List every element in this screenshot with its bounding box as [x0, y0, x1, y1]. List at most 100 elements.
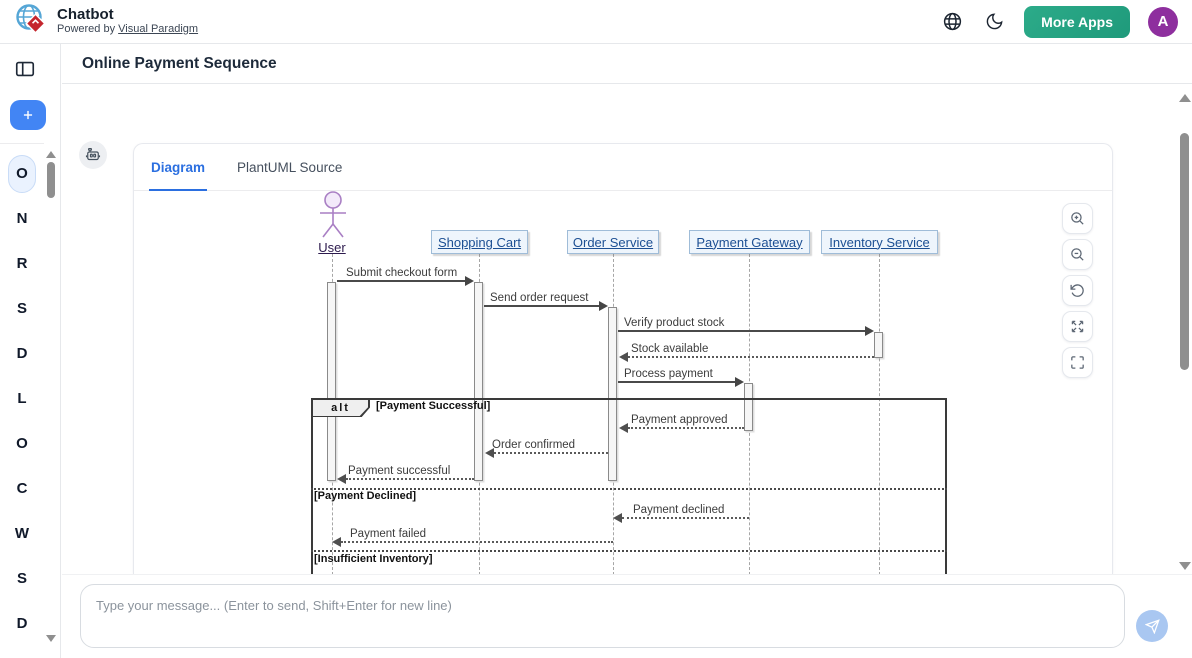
tabbar: Diagram PlantUML Source — [134, 144, 1112, 191]
message-label: Payment failed — [350, 528, 427, 540]
chat-area: Diagram PlantUML Source User Shopping Ca… — [62, 84, 1192, 574]
visual-paradigm-logo-icon — [14, 2, 48, 41]
sidebar-item-chat[interactable]: S — [16, 300, 27, 317]
sidebar-item-chat[interactable]: L — [17, 390, 27, 407]
message-label: Order confirmed — [492, 439, 576, 451]
guard-payment-declined: [Payment Declined] — [314, 490, 417, 502]
guard-insufficient-inventory: [Insufficient Inventory] — [314, 553, 433, 565]
reset-rotate-icon — [1070, 284, 1084, 297]
brand: Chatbot Powered by Visual Paradigm — [14, 2, 198, 41]
message-return-arrow — [341, 541, 613, 543]
message-label: Payment approved — [631, 414, 728, 426]
message-label: Payment successful — [348, 465, 451, 477]
activation-inventory-service — [874, 332, 883, 358]
message-return-arrow — [628, 356, 874, 358]
message-label: Submit checkout form — [346, 267, 458, 279]
participant-shopping-cart[interactable]: Shopping Cart — [431, 230, 528, 254]
message-composer — [62, 574, 1192, 658]
arrowhead — [337, 474, 346, 484]
message-arrow — [484, 305, 600, 307]
arrowhead — [619, 352, 628, 362]
guard-payment-successful: [Payment Successful] — [376, 400, 491, 412]
sidebar-scroll-up-icon[interactable] — [46, 151, 56, 158]
message-arrow — [618, 330, 866, 332]
sidebar-item-chat[interactable]: N — [16, 210, 28, 227]
robot-icon — [85, 147, 101, 161]
sidebar-scroll-down-icon[interactable] — [46, 635, 56, 642]
visual-paradigm-link[interactable]: Visual Paradigm — [118, 23, 199, 35]
message-label: Process payment — [624, 368, 713, 380]
activation-payment-gateway — [744, 383, 753, 431]
fullscreen-brackets-icon — [1071, 356, 1084, 369]
activation-order-service — [608, 307, 617, 481]
message-return-arrow — [346, 478, 474, 480]
lifeline-inventory-service — [879, 254, 880, 574]
message-label: Send order request — [490, 292, 589, 304]
conversation-titlebar: Online Payment Sequence — [62, 44, 1192, 84]
send-button[interactable] — [1136, 610, 1168, 642]
participant-inventory-service[interactable]: Inventory Service — [821, 230, 938, 254]
actor-user-label[interactable]: User — [318, 240, 346, 255]
alt-section-divider — [311, 550, 947, 552]
message-input[interactable] — [80, 584, 1125, 648]
user-avatar[interactable]: A — [1148, 6, 1178, 37]
message-return-arrow — [494, 452, 608, 454]
zoom-out-button[interactable] — [1062, 239, 1093, 270]
participant-order-service[interactable]: Order Service — [567, 230, 659, 254]
sidebar-item-chat[interactable]: O — [0, 151, 44, 196]
sidebar-item-chat[interactable]: W — [14, 525, 30, 542]
diagram-controls — [1062, 203, 1093, 378]
sidebar-item-chat[interactable]: R — [16, 255, 28, 272]
activation-user — [327, 282, 336, 481]
expand-button[interactable] — [1062, 311, 1093, 342]
more-apps-button[interactable]: More Apps — [1024, 5, 1130, 38]
app-title: Chatbot — [57, 6, 114, 23]
message-label: Payment declined — [633, 504, 725, 516]
zoom-in-button[interactable] — [1062, 203, 1093, 234]
sequence-diagram: User Shopping Cart Order Service Payment… — [134, 191, 1112, 574]
powered-by: Powered by Visual Paradigm — [57, 23, 199, 35]
arrowhead — [613, 513, 622, 523]
chat-scrollbar-thumb[interactable] — [1180, 133, 1189, 370]
page-title: Online Payment Sequence — [82, 54, 277, 72]
language-globe-icon[interactable] — [940, 10, 964, 34]
arrowhead — [485, 448, 494, 458]
sidebar-item-chat[interactable]: S — [16, 570, 27, 587]
new-chat-button[interactable] — [10, 100, 46, 130]
arrowhead — [332, 537, 341, 547]
arrowhead — [735, 377, 744, 387]
chat-scroll-up-icon[interactable] — [1179, 94, 1191, 102]
zoom-out-icon — [1071, 248, 1084, 261]
sidebar-item-chat[interactable]: D — [16, 345, 28, 362]
arrowhead — [619, 423, 628, 433]
participant-payment-gateway[interactable]: Payment Gateway — [689, 230, 810, 254]
chat-history-list: O N R S D L O C W S D — [0, 143, 44, 646]
bot-avatar — [79, 141, 107, 169]
fullscreen-button[interactable] — [1062, 347, 1093, 378]
expand-arrows-icon — [1071, 320, 1084, 333]
sidebar-item-chat[interactable]: O — [16, 435, 28, 452]
message-label: Stock available — [631, 343, 709, 355]
arrowhead — [465, 276, 474, 286]
dark-mode-moon-icon[interactable] — [982, 10, 1006, 34]
sidebar-item-chat[interactable]: D — [16, 615, 28, 632]
sidebar-toggle-icon[interactable] — [12, 56, 38, 82]
alt-section-divider — [311, 488, 947, 490]
tab-plantuml-source[interactable]: PlantUML Source — [237, 144, 342, 191]
sidebar-scrollbar-thumb[interactable] — [47, 162, 55, 198]
app-header: Chatbot Powered by Visual Paradigm More … — [0, 0, 1192, 44]
sidebar: O N R S D L O C W S D — [0, 44, 61, 658]
alt-frame — [311, 398, 947, 574]
message-return-arrow — [628, 427, 744, 429]
message-arrow — [618, 381, 736, 383]
reset-view-button[interactable] — [1062, 275, 1093, 306]
message-arrow — [337, 280, 465, 282]
tab-diagram[interactable]: Diagram — [148, 144, 208, 191]
actor-stick-figure-icon[interactable] — [318, 191, 348, 239]
sidebar-item-chat[interactable]: C — [16, 480, 28, 497]
activation-shopping-cart — [474, 282, 483, 481]
send-plane-icon — [1144, 618, 1160, 634]
chat-scroll-down-icon[interactable] — [1179, 562, 1191, 570]
message-label: Verify product stock — [624, 317, 725, 329]
message-return-arrow — [622, 517, 749, 519]
